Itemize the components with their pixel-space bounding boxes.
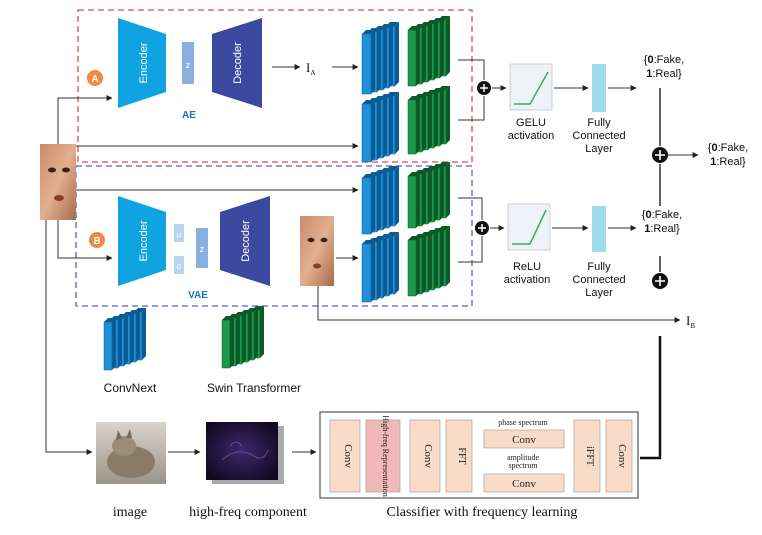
final-output: {0:Fake,1:Real} (708, 142, 748, 168)
ae-region (77, 9, 473, 163)
vae-name: VAE (188, 290, 208, 301)
high-freq-component-image (206, 422, 284, 484)
legend-swin-label: Swin Transformer (207, 381, 301, 395)
badge-a-icon (87, 70, 103, 86)
fc-layer-bottom (592, 206, 606, 252)
convnext-stack-3 (361, 166, 399, 235)
legend-convnext-icon (103, 308, 146, 371)
vae-z-label: z (200, 244, 205, 254)
classifier-phase-conv-label: Conv (512, 434, 536, 446)
classifier-conv2-label: Conv (422, 444, 434, 468)
legend-swin-icon (221, 306, 264, 369)
swin-stack-2 (407, 86, 450, 155)
ae-decoder (212, 18, 262, 108)
third-merge-plus-icon (652, 273, 668, 289)
ib-label: IB (686, 313, 695, 330)
badge-b-label: B (93, 236, 100, 247)
caption-image: image (113, 505, 147, 520)
vae-decoder-label: Decoder (240, 220, 252, 262)
merge-plus-top-icon (477, 81, 491, 95)
vae-mu-box (174, 224, 184, 242)
convnext-stack-4 (361, 232, 399, 303)
convnext-stack-1 (361, 22, 399, 95)
swin-stack-3 (407, 162, 450, 229)
classifier-amp-conv-label: Conv (512, 478, 536, 490)
merge-plus-bottom-icon (475, 221, 489, 235)
classifier-highfreq-label: High-freq Representation (381, 415, 390, 497)
vae-encoder-label: Encoder (138, 220, 150, 261)
vae-mu-label: μ (177, 230, 182, 239)
output-top: {0:Fake,1:Real} (644, 54, 684, 80)
vae-region (75, 165, 473, 307)
legend-convnext-label: ConvNext (104, 381, 157, 395)
cat-image (96, 422, 166, 484)
swin-stack-4 (407, 226, 450, 297)
ae-encoder-label: Encoder (138, 42, 150, 83)
final-merge-plus-icon (652, 147, 668, 163)
ae-name: AE (182, 110, 196, 121)
vae-encoder (118, 196, 166, 286)
classifier-conv3-label: Conv (616, 444, 628, 468)
convnext-stack-2 (361, 92, 399, 163)
ae-z-label: z (186, 60, 191, 70)
classifier-amp-conv (483, 473, 565, 493)
classifier-highfreq (365, 419, 401, 493)
badge-a-label: A (91, 74, 98, 85)
caption-classifier: Classifier with frequency learning (387, 505, 578, 520)
classifier-conv1-label: Conv (342, 444, 354, 468)
gelu-activation-plot (509, 63, 553, 111)
phase-spectrum-label: phase spectrum (498, 418, 548, 427)
classifier-ifft-label: iFFT (584, 446, 595, 466)
ia-label: IA (306, 60, 315, 77)
fc-layer-top (592, 64, 606, 112)
reconstructed-face-image (300, 216, 334, 286)
input-face-image (40, 144, 76, 220)
relu-activation-plot (507, 203, 551, 251)
swin-stack-1 (407, 16, 450, 87)
classifier-phase-conv (483, 429, 565, 449)
classifier-conv2 (409, 419, 441, 493)
classifier-conv3 (605, 419, 633, 493)
badge-b-icon (89, 232, 105, 248)
caption-highfreq: high-freq component (189, 505, 307, 520)
classifier-fft-label: FFT (456, 447, 467, 464)
ae-decoder-label: Decoder (232, 42, 244, 84)
ae-latent-z (182, 42, 194, 84)
vae-sigma-label: σ (177, 262, 182, 271)
ae-encoder (118, 18, 166, 108)
output-bottom: {0:Fake,1:Real} (642, 209, 682, 235)
vae-decoder (220, 196, 270, 286)
vae-latent-z (196, 228, 208, 268)
classifier-fft (445, 419, 473, 493)
vae-sigma-box (174, 256, 184, 274)
classifier-conv1 (329, 419, 361, 493)
classifier-ifft (573, 419, 601, 493)
